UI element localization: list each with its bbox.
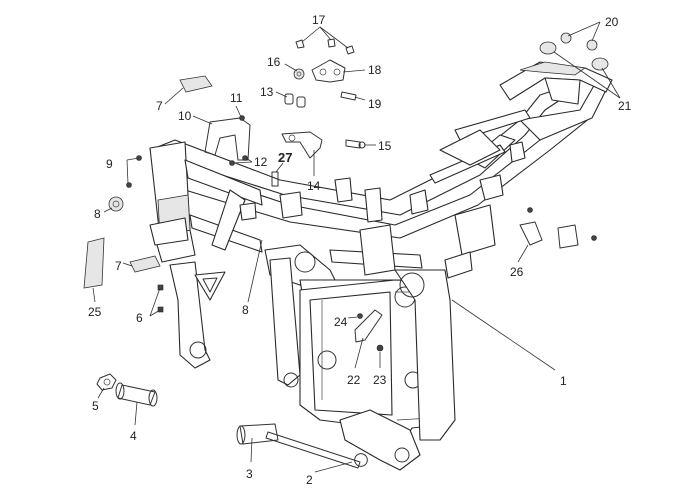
callout-6: 6 xyxy=(136,311,143,325)
callout-2: 2 xyxy=(306,473,313,487)
callout-labels: 1 2 3 4 5 6 7 7 8 8 9 10 11 12 13 14 15 … xyxy=(88,13,632,487)
part-bolts-13 xyxy=(284,93,306,108)
part-nut-16 xyxy=(293,68,305,80)
callout-23: 23 xyxy=(373,373,387,387)
callout-22: 22 xyxy=(347,373,361,387)
part-grommets-20 xyxy=(560,32,598,51)
part-caps-21 xyxy=(539,41,609,71)
part-plate-25 xyxy=(83,237,105,289)
part-nut-5 xyxy=(96,373,117,391)
callout-26: 26 xyxy=(510,265,524,279)
callout-5: 5 xyxy=(92,399,99,413)
part-bracket-22 xyxy=(354,309,383,343)
part-brackets-26 xyxy=(519,207,597,249)
part-bolt-long xyxy=(265,431,368,469)
part-bolt-24 xyxy=(357,313,363,319)
callout-4: 4 xyxy=(130,429,137,443)
part-rubber-block-lower xyxy=(129,255,161,273)
part-spacer-tube xyxy=(115,382,158,407)
callout-13: 13 xyxy=(260,85,274,99)
callout-14: 14 xyxy=(307,179,321,193)
callout-25: 25 xyxy=(88,305,102,319)
callout-20: 20 xyxy=(605,15,619,29)
callout-17: 17 xyxy=(312,13,326,27)
callout-16: 16 xyxy=(267,55,281,69)
callout-12: 12 xyxy=(254,155,268,169)
callout-11: 11 xyxy=(230,91,243,105)
callout-9: 9 xyxy=(106,157,113,171)
part-sleeve xyxy=(236,423,279,445)
callout-27: 27 xyxy=(278,150,292,165)
callout-8-left: 8 xyxy=(94,207,101,221)
callout-15: 15 xyxy=(378,139,392,153)
part-bolts-6 xyxy=(157,284,164,313)
part-bolts-17 xyxy=(295,38,355,55)
callout-24: 24 xyxy=(334,315,348,329)
callout-21: 21 xyxy=(618,99,632,113)
part-bracket-plate xyxy=(204,115,251,166)
callout-3: 3 xyxy=(246,467,253,481)
callout-19: 19 xyxy=(368,97,382,111)
main-frame xyxy=(149,61,613,471)
part-bolt-19 xyxy=(340,91,357,101)
callout-7-upper: 7 xyxy=(156,99,163,113)
part-rubber-block-upper xyxy=(179,75,213,93)
part-bolt-9 xyxy=(126,155,142,188)
part-bracket-14 xyxy=(281,131,323,159)
callout-1: 1 xyxy=(560,374,567,388)
part-bolt-15 xyxy=(345,139,366,149)
callout-7-lower: 7 xyxy=(115,259,122,273)
callout-18: 18 xyxy=(368,63,382,77)
part-bolt-23 xyxy=(376,344,384,352)
leader-lines xyxy=(92,21,621,473)
loose-parts xyxy=(83,32,609,469)
part-bracket-18 xyxy=(311,59,346,83)
callout-10: 10 xyxy=(178,109,192,123)
part-grommet xyxy=(108,196,124,212)
callout-8-center: 8 xyxy=(242,303,249,317)
